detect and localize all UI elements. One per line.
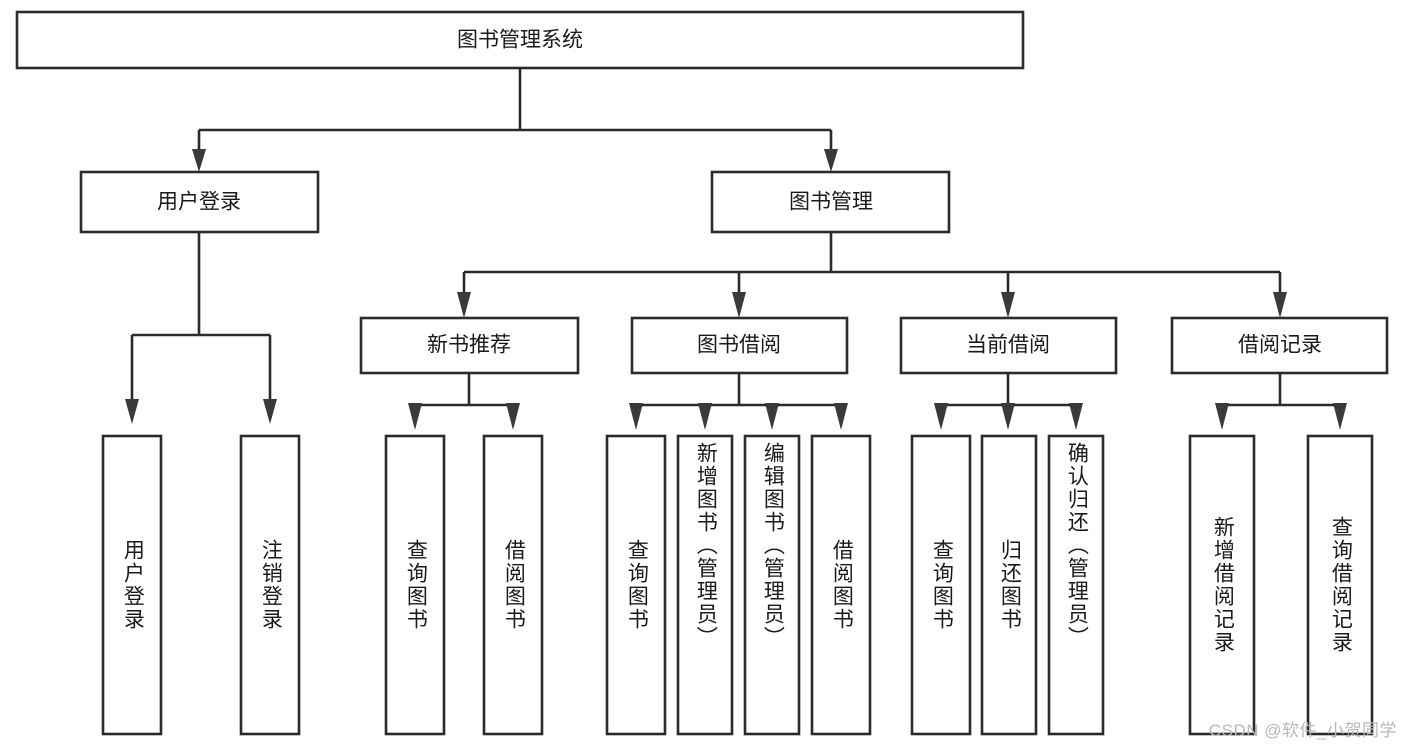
connector-group <box>125 68 1347 430</box>
node-leaf-query-book-1-box[interactable] <box>384 434 446 736</box>
node-leaf-edit-book-box[interactable] <box>743 434 801 736</box>
node-new-book-rec[interactable]: 新书推荐 <box>359 316 580 375</box>
arrow-head-leaf-add-book <box>698 403 712 430</box>
node-borrow-record[interactable]: 借阅记录 <box>1170 316 1389 375</box>
node-leaf-query-book-3-box[interactable] <box>910 434 972 736</box>
node-book-borrow[interactable]: 图书借阅 <box>630 316 849 375</box>
node-leaf-confirm-return-box[interactable] <box>1047 434 1105 736</box>
node-leaf-query-book-2-box[interactable] <box>605 434 667 736</box>
node-current-borrow[interactable]: 当前借阅 <box>899 316 1118 375</box>
node-leaf-query-record-box[interactable] <box>1306 434 1374 736</box>
node-leaf-add-book-box[interactable] <box>676 434 734 736</box>
node-user-login-label: 用户登录 <box>157 191 241 214</box>
node-leaf-user-logout-box[interactable] <box>239 434 301 736</box>
node-leaf-borrow-book-2-box[interactable] <box>810 434 872 736</box>
leaf-box-group <box>101 434 1374 736</box>
node-leaf-borrow-book-1-box[interactable] <box>482 434 544 736</box>
node-new-book-rec-box[interactable] <box>359 316 580 375</box>
arrow-head-leaf-borrow-book-1 <box>506 403 520 430</box>
arrow-head-user-login <box>192 149 206 172</box>
node-new-book-rec-label: 新书推荐 <box>427 334 511 357</box>
node-user-login-box[interactable] <box>79 170 320 234</box>
node-book-manage[interactable]: 图书管理 <box>710 170 951 234</box>
arrow-head-leaf-query-book-2 <box>629 403 643 430</box>
arrow-head-leaf-edit-book <box>765 403 779 430</box>
node-user-login[interactable]: 用户登录 <box>79 170 320 234</box>
node-current-borrow-label: 当前借阅 <box>966 334 1050 357</box>
arrow-head-leaf-user-login <box>125 399 139 424</box>
node-root-label: 图书管理系统 <box>457 29 583 52</box>
arrow-head-borrow-record <box>1273 292 1287 318</box>
node-book-manage-box[interactable] <box>710 170 951 234</box>
node-leaf-return-book-box[interactable] <box>980 434 1038 736</box>
node-current-borrow-box[interactable] <box>899 316 1118 375</box>
node-book-borrow-box[interactable] <box>630 316 849 375</box>
arrow-head-book-borrow <box>732 292 746 318</box>
arrow-head-book-manage <box>824 149 838 172</box>
node-leaf-user-login-box[interactable] <box>101 434 163 736</box>
arrow-head-leaf-return-book <box>1001 403 1015 430</box>
node-root[interactable]: 图书管理系统 <box>15 10 1025 70</box>
arrow-head-current-borrow <box>1001 292 1015 318</box>
arrow-head-leaf-query-book-3 <box>934 403 948 430</box>
arrow-head-leaf-add-record <box>1215 403 1229 430</box>
watermark-text: CSDN @软件_小贺同学 <box>1208 721 1397 740</box>
node-leaf-add-record-box[interactable] <box>1188 434 1256 736</box>
node-book-borrow-label: 图书借阅 <box>697 334 781 357</box>
arrow-head-leaf-borrow-book-2 <box>834 403 848 430</box>
node-root-box[interactable] <box>15 10 1025 70</box>
arrow-head-leaf-query-record <box>1333 403 1347 430</box>
node-borrow-record-box[interactable] <box>1170 316 1389 375</box>
arrow-head-leaf-confirm-return <box>1069 403 1083 430</box>
arrow-head-leaf-query-book-1 <box>408 403 422 430</box>
node-borrow-record-label: 借阅记录 <box>1238 334 1322 357</box>
node-book-manage-label: 图书管理 <box>789 191 873 214</box>
arrow-head-new-book-rec <box>457 292 471 318</box>
arrow-head-leaf-user-logout <box>263 399 277 424</box>
